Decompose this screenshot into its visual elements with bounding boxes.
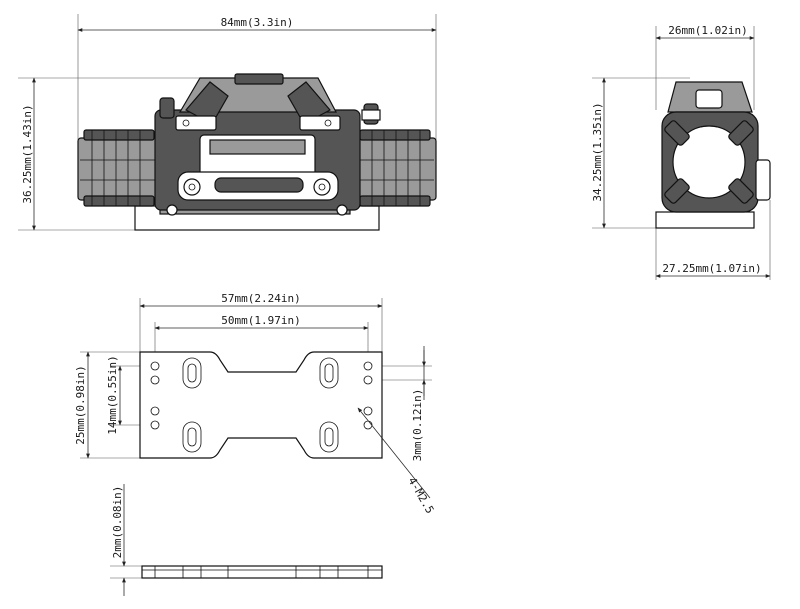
front-width-label: 84mm(3.3in) (221, 16, 294, 29)
plate-slot (182, 421, 202, 453)
side-cross-arms (664, 120, 754, 204)
left-drum (77, 129, 159, 207)
side-view: 26mm(1.02in) 34.25mm(1.35in) 27.25mm(1.0… (591, 24, 771, 280)
plate-slot (319, 421, 339, 453)
side-top-width-label: 26mm(1.02in) (668, 24, 747, 37)
plate-outer-width-label: 57mm(2.24in) (221, 292, 300, 305)
plate-slot (182, 357, 202, 389)
front-view: 84mm(3.3in) 36.25mm(1.43in) (18, 14, 437, 231)
side-height-label: 34.25mm(1.35in) (591, 102, 604, 201)
plate-profile (141, 565, 383, 579)
plate-side-view: 2mm(0.08in) (110, 484, 383, 596)
plate-hole-spacing-label: 50mm(1.97in) (221, 314, 300, 327)
hole-callout-leader (357, 407, 431, 499)
mounting-plate (139, 351, 383, 459)
plate-height-label: 25mm(0.98in) (74, 365, 87, 444)
plate-thickness-label: 2mm(0.08in) (111, 486, 124, 559)
front-height-label: 36.25mm(1.43in) (21, 104, 34, 203)
hole-callout-label: 4-M2.5 (405, 475, 436, 516)
right-drum (355, 129, 437, 207)
plate-hole-vertical-label: 14mm(0.55in) (106, 355, 119, 434)
plate-top-view: 57mm(2.24in) 50mm(1.97in) 25mm(0.98in) 1… (74, 292, 437, 516)
side-bottom-width-label: 27.25mm(1.07in) (662, 262, 761, 275)
plate-slot (319, 357, 339, 389)
plate-hole-pitch-label: 3mm(0.12in) (411, 389, 424, 462)
winch-body (154, 73, 381, 216)
